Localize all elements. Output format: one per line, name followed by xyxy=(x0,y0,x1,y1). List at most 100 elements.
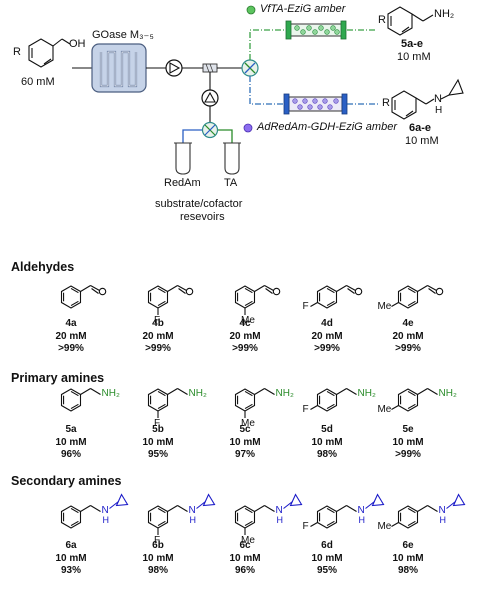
substrate-r-label: R xyxy=(13,46,21,58)
compound-conc: 10 mM xyxy=(229,552,261,564)
compound-conc: 20 mM xyxy=(311,330,343,342)
carbonyl-bond xyxy=(178,288,186,294)
compound-yield: 97% xyxy=(234,449,255,460)
compound-id: 4a xyxy=(65,318,77,329)
compound-yield: 96% xyxy=(234,565,255,576)
product-6-id: 6a-e xyxy=(409,122,432,134)
aromatic-bond xyxy=(326,403,335,410)
substituent-bond xyxy=(310,405,318,410)
compound-conc: 20 mM xyxy=(392,330,424,342)
carbonyl-bond xyxy=(265,288,273,294)
compound-id: 4b xyxy=(152,318,164,329)
compound-yield: >99% xyxy=(58,343,84,354)
compound-id: 6c xyxy=(239,540,251,551)
compound-yield: >99% xyxy=(395,449,421,460)
compound-id: 5a xyxy=(65,424,77,435)
aromatic-bond xyxy=(326,390,335,397)
benzene-ring-5a xyxy=(60,388,82,412)
compound-id: 6e xyxy=(402,540,414,551)
vfta-reactor xyxy=(285,20,347,40)
h-label-6a: H xyxy=(102,514,110,525)
product-6-structure xyxy=(391,78,464,120)
carbonyl-oxygen-4d xyxy=(354,287,363,296)
chain-bond xyxy=(417,505,428,512)
compound-yield: >99% xyxy=(395,343,421,354)
aromatic-bond xyxy=(407,403,416,410)
product-6-n: N xyxy=(434,93,442,105)
compound-conc: 20 mM xyxy=(229,330,261,342)
compound-conc: 10 mM xyxy=(392,552,424,564)
nh2-label-5c: NH₂ xyxy=(275,387,294,399)
aromatic-bond xyxy=(407,300,416,307)
compound-yield: >99% xyxy=(145,343,171,354)
chain-bond xyxy=(177,505,188,512)
aromatic-bond xyxy=(326,300,335,307)
adredam-dot-icon xyxy=(243,123,253,133)
compound-id: 5d xyxy=(321,424,333,435)
chain-bond xyxy=(80,388,91,395)
chain-bond xyxy=(336,388,347,395)
substrate-oh-label: OH xyxy=(69,38,86,50)
product-5-r-label: R xyxy=(378,14,386,26)
compound-yield: >99% xyxy=(232,343,258,354)
aromatic-bond xyxy=(157,403,166,410)
chain-bond xyxy=(264,388,275,395)
benzene-ring-6c xyxy=(234,505,256,529)
chain-bond xyxy=(254,388,265,395)
aromatic-bond xyxy=(70,520,79,527)
product-5-nh2: NH₂ xyxy=(434,8,455,20)
carbonyl-oxygen-4a xyxy=(98,287,107,296)
reservoir-caption-line1: substrate/cofactor xyxy=(155,198,243,210)
h-label-6b: H xyxy=(189,514,197,525)
reservoir-valve xyxy=(201,121,219,139)
nh2-label-5e: NH₂ xyxy=(438,387,457,399)
h-label-6c: H xyxy=(276,514,284,525)
product-5-structure xyxy=(387,6,434,36)
chain-bond xyxy=(80,285,91,292)
compound-id: 5c xyxy=(239,424,251,435)
flow-scheme-drawing xyxy=(28,5,464,175)
carbonyl-bond xyxy=(347,288,355,294)
aromatic-bond xyxy=(326,507,335,514)
cyclopropyl-bond xyxy=(446,501,456,509)
aromatic-bond xyxy=(244,300,253,307)
carbonyl-oxygen-4c xyxy=(272,287,281,296)
pump-reservoir xyxy=(201,89,219,107)
benzene-ring-6a xyxy=(60,505,82,529)
chain-bond xyxy=(427,388,438,395)
benzene-ring-5e xyxy=(397,388,419,412)
aromatic-bond xyxy=(244,520,253,527)
chain-bond xyxy=(167,505,178,512)
substituent-label-4b: F xyxy=(154,315,161,326)
substituent-bond xyxy=(310,522,318,527)
benzene-ring-4d xyxy=(316,285,338,309)
aromatic-bond xyxy=(244,287,253,294)
substituent-label-6d: F xyxy=(302,520,309,532)
h-label-6d: H xyxy=(358,514,366,525)
cyclopropyl-ring-6d xyxy=(371,493,385,507)
substrate-concentration: 60 mM xyxy=(21,76,55,88)
carbonyl-bond xyxy=(177,285,187,291)
compound-id: 4d xyxy=(321,318,333,329)
cyclopropyl-ring-6e xyxy=(452,493,466,507)
compound-yield: 98% xyxy=(147,565,168,576)
compound-conc: 10 mM xyxy=(392,436,424,448)
chain-bond xyxy=(427,505,438,512)
green-route-line xyxy=(249,29,287,60)
chain-bond xyxy=(336,505,347,512)
substrate-structure xyxy=(28,38,71,68)
chain-bond xyxy=(167,388,178,395)
substituent-bond xyxy=(391,302,399,307)
substituent-label-6b: F xyxy=(154,535,161,546)
cyclopropyl-bond xyxy=(109,501,119,509)
